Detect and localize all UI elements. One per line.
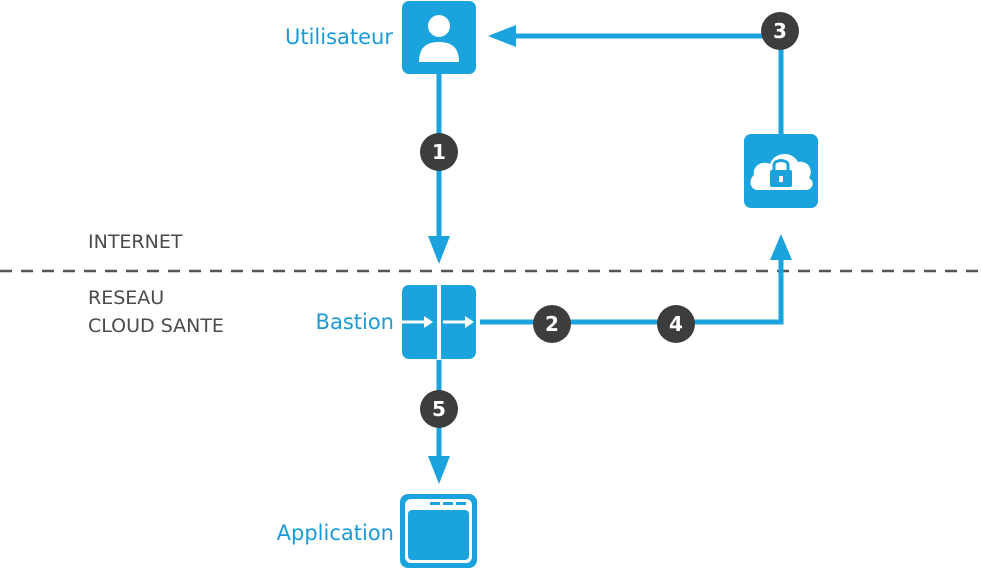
flow-3-line	[512, 33, 784, 134]
step-badge-2-text: 2	[545, 312, 559, 336]
bastion-label: Bastion	[316, 310, 394, 334]
step-badge-1-text: 1	[432, 140, 446, 164]
step-badge-5: 5	[420, 390, 458, 428]
cloud-node	[744, 134, 818, 208]
zone-label-cloud-sante: CLOUD SANTE	[88, 315, 224, 337]
step-badge-1: 1	[420, 133, 458, 171]
flow-4-arrowhead	[770, 234, 792, 260]
application-label: Application	[277, 521, 394, 545]
flow-5-arrowhead	[428, 456, 450, 484]
step-badge-3-text: 3	[773, 19, 787, 43]
zone-label-reseau: RESEAU	[88, 287, 164, 309]
flow-1-arrowhead	[428, 236, 450, 264]
flow-2-4-line	[480, 255, 784, 325]
user-icon	[402, 1, 476, 74]
bastion-node: Bastion	[316, 285, 476, 359]
step-badge-2: 2	[533, 305, 571, 343]
user-label: Utilisateur	[285, 25, 393, 49]
user-node: Utilisateur	[285, 1, 476, 74]
flow-3-arrowhead	[488, 25, 516, 47]
step-badge-5-text: 5	[432, 397, 446, 421]
zone-label-internet: INTERNET	[88, 231, 183, 253]
step-badge-4: 4	[657, 305, 695, 343]
step-badge-4-text: 4	[669, 312, 683, 336]
application-node: Application	[277, 494, 477, 568]
step-badge-3: 3	[761, 12, 799, 50]
